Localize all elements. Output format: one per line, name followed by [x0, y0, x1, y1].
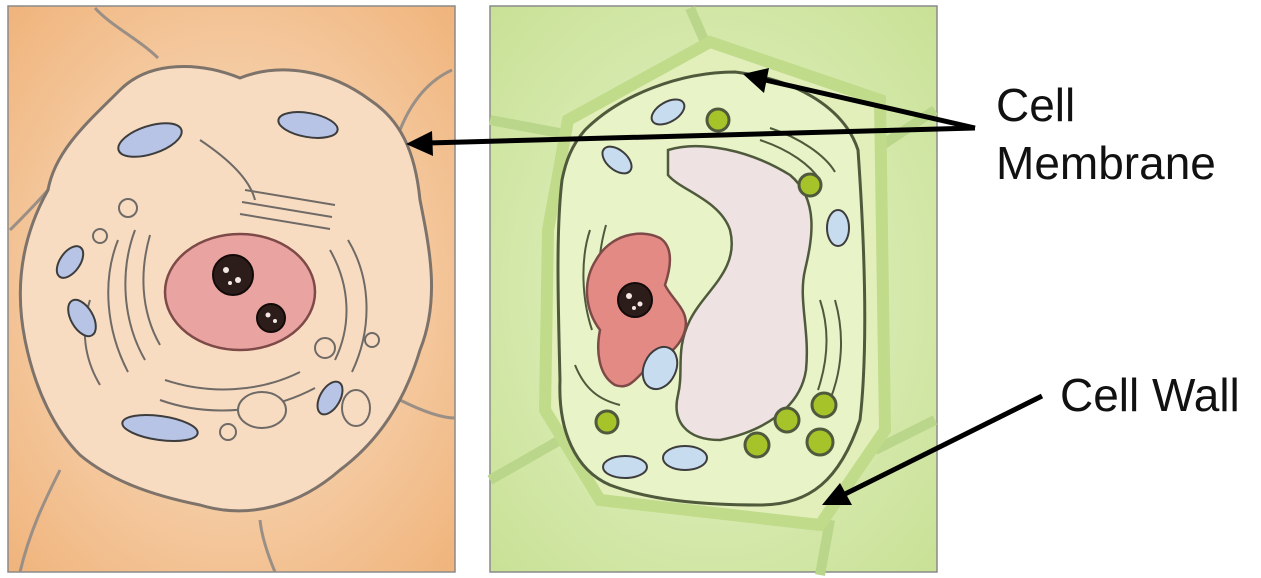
cell-membrane-label: Cell Membrane	[996, 76, 1216, 192]
animal-nucleolus-large	[213, 255, 253, 295]
plant-nucleolus	[618, 283, 652, 317]
cell-membrane-label-line1: Cell	[996, 76, 1216, 134]
cell-membrane-label-line2: Membrane	[996, 134, 1216, 192]
animal-nucleolus-small	[257, 304, 285, 332]
cell-wall-label: Cell Wall	[1060, 366, 1240, 424]
